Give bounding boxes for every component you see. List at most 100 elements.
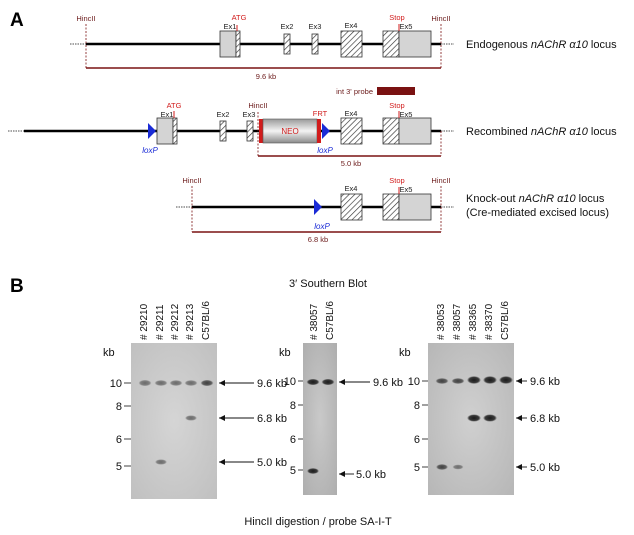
knockout-hincII-right-label: HincII	[431, 176, 450, 185]
blot-1-ladder-8: 8	[116, 401, 122, 413]
blot-1: # 29210 # 29211 # 29212 # 29213 C57BL/6 …	[103, 301, 287, 499]
frt-label: FRT	[313, 109, 328, 118]
blot-3-arrow-5.0-head	[516, 464, 522, 470]
blot-3-ladder-5: 5	[414, 462, 420, 474]
blot-2-arrow-5.0-label: 5.0 kb	[356, 469, 386, 481]
recombined-description: Recombined nAChR α10 locus	[466, 126, 617, 138]
exon2-box	[283, 33, 291, 55]
blot-3-band-lane4-6.8	[483, 414, 497, 422]
recombined-stop-label: Stop	[389, 101, 404, 110]
int-3-probe-bar	[377, 87, 415, 95]
blot-1-band-lane5-9.6	[200, 379, 214, 387]
exon3-label: Ex3	[309, 22, 322, 31]
knockout-exon4-box	[340, 193, 363, 221]
blot-3-lane-4: # 38370	[484, 303, 495, 340]
loxp-left-label: loxP	[142, 146, 158, 155]
blot-1-arrow-6.8-head	[219, 415, 225, 421]
blot-2-lane-1: # 38057	[309, 303, 320, 340]
blot-2-band-lane2-9.6	[321, 378, 335, 386]
loxp-right-icon	[322, 123, 330, 139]
frt-left-marker	[259, 119, 263, 143]
blot-1-ladder-10: 10	[110, 378, 122, 390]
blot-2-ladder-5: 5	[290, 465, 296, 477]
recombined-exon5-label: Ex5	[400, 110, 413, 119]
recombined-hincII-label: HincII	[248, 101, 267, 110]
blot-2-arrow-5.0-head	[339, 471, 345, 477]
exon2-label: Ex2	[281, 22, 294, 31]
stop-label: Stop	[389, 13, 404, 22]
blot-3-ladder-8: 8	[414, 400, 420, 412]
blot-1-ladder-5: 5	[116, 461, 122, 473]
blot-1-arrow-5.0-label: 5.0 kb	[257, 457, 287, 469]
atg-label: ATG	[232, 13, 247, 22]
knockout-description-line1: Knock-out nAChR α10 locus	[466, 193, 605, 205]
blot-3-band-lane3-9.6	[467, 376, 481, 384]
neo-cassette	[262, 118, 318, 144]
exon1-label: Ex1	[224, 22, 237, 31]
southern-blot-title: 3′ Southern Blot	[289, 278, 367, 290]
blot-3-ladder-10: 10	[408, 376, 420, 388]
blot-3-lane-3: # 38365	[468, 303, 479, 340]
recombined-exon2-box	[219, 120, 227, 142]
digestion-probe-footer: HincII digestion / probe SA-I-T	[244, 516, 392, 528]
blot-1-lane-3: # 29212	[170, 303, 181, 340]
blot-2-ladder-6: 6	[290, 434, 296, 446]
blot-3-band-lane3-6.8	[467, 414, 481, 422]
knockout-loxp-label: loxP	[314, 222, 330, 231]
endogenous-size-label: 9.6 kb	[256, 72, 276, 81]
blot-2-lane-2: C57BL/6	[325, 301, 336, 340]
exon1-coding	[235, 30, 241, 58]
recombined-exon4-label: Ex4	[345, 109, 358, 118]
blot-3-arrow-6.8-head	[516, 415, 522, 421]
blot-3-band-lane4-9.6	[483, 376, 497, 384]
blot-1-kb-unit: kb	[103, 347, 115, 359]
blot-1-arrow-6.8-label: 6.8 kb	[257, 413, 287, 425]
blot-1-lane-5: C57BL/6	[201, 301, 212, 340]
blot-3-lane-5: C57BL/6	[500, 301, 511, 340]
knockout-exon4-label: Ex4	[345, 184, 358, 193]
endogenous-locus: HincII HincII ATG Ex1 Ex2 Ex3 Ex4 Stop E…	[70, 13, 617, 81]
blot-1-band-lane2-5.0	[155, 459, 167, 465]
blot-3-ladder-6: 6	[414, 434, 420, 446]
blot-1-lane-4: # 29213	[185, 303, 196, 340]
frt-right-marker	[317, 119, 321, 143]
blot-1-membrane	[131, 343, 217, 499]
blot-1-arrow-5.0-head	[219, 459, 225, 465]
knockout-description-line2: (Cre-mediated excised locus)	[466, 207, 609, 219]
exon5-coding	[382, 30, 400, 58]
knockout-exon5-coding	[382, 193, 400, 221]
panel-b-letter: B	[10, 276, 24, 297]
hincII-right-label: HincII	[431, 14, 450, 23]
blot-3-arrow-9.6-label: 9.6 kb	[530, 376, 560, 388]
blot-3-lane-2: # 38057	[452, 303, 463, 340]
blot-2-kb-unit: kb	[279, 347, 291, 359]
recombined-exon5-coding	[382, 117, 400, 145]
blot-1-arrow-9.6-label: 9.6 kb	[257, 378, 287, 390]
exon3-box	[311, 33, 319, 55]
exon4-label: Ex4	[345, 21, 358, 30]
recombined-size-label: 5.0 kb	[341, 159, 361, 168]
blot-1-lane-1: # 29210	[139, 303, 150, 340]
blot-3-band-lane1-5.0	[436, 464, 448, 470]
exon1-box	[219, 30, 237, 58]
blot-3-arrow-6.8-label: 6.8 kb	[530, 413, 560, 425]
blot-3-band-lane1-9.6	[435, 378, 449, 384]
recombined-exon1-coding	[172, 117, 178, 145]
knockout-stop-label: Stop	[389, 176, 404, 185]
exon5-utr	[398, 30, 432, 58]
neo-label: NEO	[281, 127, 298, 136]
hincII-left-label: HincII	[76, 14, 95, 23]
knockout-exon5-utr	[398, 193, 432, 221]
blot-2-ladder-8: 8	[290, 400, 296, 412]
blot-3-band-lane2-9.6	[451, 378, 465, 384]
blot-3-band-lane5-9.6	[499, 376, 513, 384]
endogenous-description: Endogenous nAChR α10 locus	[466, 39, 617, 51]
knockout-locus: HincII HincII loxP Ex4 Stop Ex5 6.8 kb K…	[176, 176, 609, 244]
recombined-exon3-label: Ex3	[243, 110, 256, 119]
blot-1-lane-2: # 29211	[155, 304, 166, 340]
recombined-atg-label: ATG	[167, 101, 182, 110]
recombined-locus: loxP ATG Ex1 Ex2 Ex3 HincII NEO FRT loxP…	[8, 101, 617, 168]
recombined-exon3-box	[246, 120, 254, 142]
recombined-exon2-label: Ex2	[217, 110, 230, 119]
